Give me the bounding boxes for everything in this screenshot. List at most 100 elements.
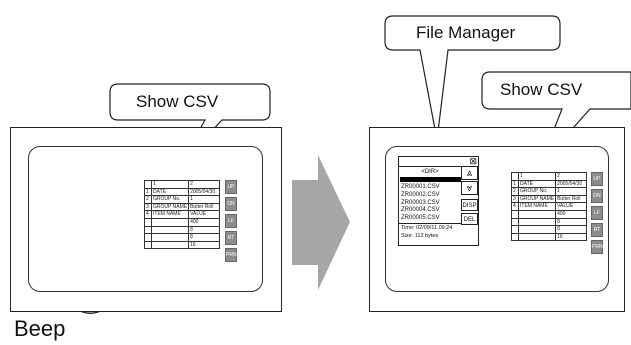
csv-row: 8 xyxy=(511,217,587,227)
csv-cell: 400 xyxy=(188,217,220,227)
csv-cell: 8 xyxy=(188,225,220,235)
csv-cell xyxy=(517,209,557,219)
right-callout-label: Show CSV xyxy=(500,80,583,99)
csv-cell: GROUP No. xyxy=(517,187,557,196)
csv-cell: 8 xyxy=(555,217,587,227)
side-button-dn[interactable]: DN xyxy=(591,189,603,203)
csv-cell: 1 xyxy=(555,187,587,196)
csv-cell: 1 xyxy=(188,195,220,204)
csv-row: 16 xyxy=(144,240,220,250)
csv-cell xyxy=(150,217,190,227)
file-list-item[interactable]: ZR00005.CSV xyxy=(401,215,440,222)
csv-cell: 1 xyxy=(511,179,519,189)
file-list-item[interactable]: ZR00003.CSV xyxy=(401,199,440,206)
csv-cell xyxy=(144,240,152,250)
csv-cell: ITEM NAME xyxy=(517,202,557,211)
csv-row: 8 xyxy=(144,225,220,235)
csv-cell: 16 xyxy=(555,232,587,242)
csv-cell xyxy=(150,240,190,250)
csv-cell: ITEM NAME xyxy=(150,210,190,219)
csv-cell: 16 xyxy=(188,240,220,250)
csv-cell xyxy=(511,172,519,181)
file-manager-callout-label: File Manager xyxy=(416,23,516,42)
file-list-item[interactable]: ZR00002.CSV xyxy=(401,191,440,198)
csv-cell xyxy=(517,225,557,234)
side-button-lf[interactable]: LF xyxy=(591,206,603,220)
csv-cell: VALUE xyxy=(188,210,220,219)
csv-cell: DATE xyxy=(517,179,557,189)
csv-cell: 2 xyxy=(144,195,152,204)
csv-cell: 3 xyxy=(511,194,519,204)
csv-cell xyxy=(511,232,519,242)
csv-row: 8 xyxy=(511,225,587,234)
csv-row: 400 xyxy=(144,217,220,227)
csv-cell: DATE xyxy=(150,187,190,197)
beep-caption: Beep xyxy=(14,316,66,341)
scroll-up-button[interactable]: ⩓ xyxy=(461,166,478,180)
side-button-lf[interactable]: LF xyxy=(225,214,237,228)
csv-cell xyxy=(150,225,190,235)
scroll-down-button[interactable]: ⩔ xyxy=(461,181,478,195)
csv-cell: GROUP NAME xyxy=(517,194,557,204)
csv-cell xyxy=(150,233,190,242)
csv-cell: 8 xyxy=(555,225,587,234)
side-button-prn[interactable]: PRN xyxy=(225,248,237,262)
disp-button[interactable]: DISP xyxy=(461,199,478,211)
del-button[interactable]: DEL xyxy=(461,213,478,225)
csv-row: 400 xyxy=(511,209,587,219)
side-button-prn[interactable]: PRN xyxy=(591,240,603,254)
csv-cell: Butter Roll xyxy=(555,194,587,204)
csv-cell: GROUP No. xyxy=(150,195,190,204)
file-manager-close-icon[interactable]: ⊠ xyxy=(469,156,477,166)
left-callout-label: Show CSV xyxy=(136,92,219,111)
file-list-item[interactable]: ZR00001.CSV xyxy=(401,184,440,190)
csv-cell: GROUP NAME xyxy=(150,202,190,212)
csv-cell: 2 xyxy=(555,172,587,181)
callout-bubble-file-manager xyxy=(384,15,561,141)
side-button-up[interactable]: UP xyxy=(591,172,603,186)
side-button-up[interactable]: UP xyxy=(225,180,237,194)
side-button-dn[interactable]: DN xyxy=(225,197,237,211)
side-button-rt[interactable]: RT xyxy=(591,223,603,237)
csv-cell: 2 xyxy=(188,180,220,189)
csv-cell: 4 xyxy=(511,202,519,211)
file-info-size: Size: 112 bytes xyxy=(401,233,439,239)
side-button-rt[interactable]: RT xyxy=(225,231,237,245)
csv-cell: 8 xyxy=(188,233,220,242)
transition-arrow xyxy=(292,155,350,290)
csv-cell: 2005/04/30 xyxy=(188,187,220,197)
csv-cell: 3 xyxy=(144,202,152,212)
csv-cell xyxy=(144,225,152,235)
file-info-time: Time: 02/09/11 09:24 xyxy=(401,225,453,231)
csv-row: 8 xyxy=(144,233,220,242)
file-list-item[interactable]: ZR00004.CSV xyxy=(401,207,440,214)
csv-cell xyxy=(511,217,519,227)
csv-cell: 1 xyxy=(144,187,152,197)
dir-row[interactable]: <DIR> xyxy=(421,169,439,175)
csv-cell xyxy=(144,217,152,227)
csv-cell xyxy=(144,233,152,242)
csv-cell xyxy=(144,180,152,189)
csv-cell xyxy=(517,217,557,227)
csv-cell: 2 xyxy=(511,187,519,196)
csv-cell: 1 xyxy=(517,172,557,181)
selected-row-highlight xyxy=(400,177,461,182)
csv-cell: 1 xyxy=(150,180,190,189)
csv-cell xyxy=(511,209,519,219)
csv-cell: 400 xyxy=(555,209,587,219)
csv-cell: 4 xyxy=(144,210,152,219)
csv-cell: VALUE xyxy=(555,202,587,211)
csv-cell xyxy=(511,225,519,234)
csv-cell: 2005/04/30 xyxy=(555,179,587,189)
